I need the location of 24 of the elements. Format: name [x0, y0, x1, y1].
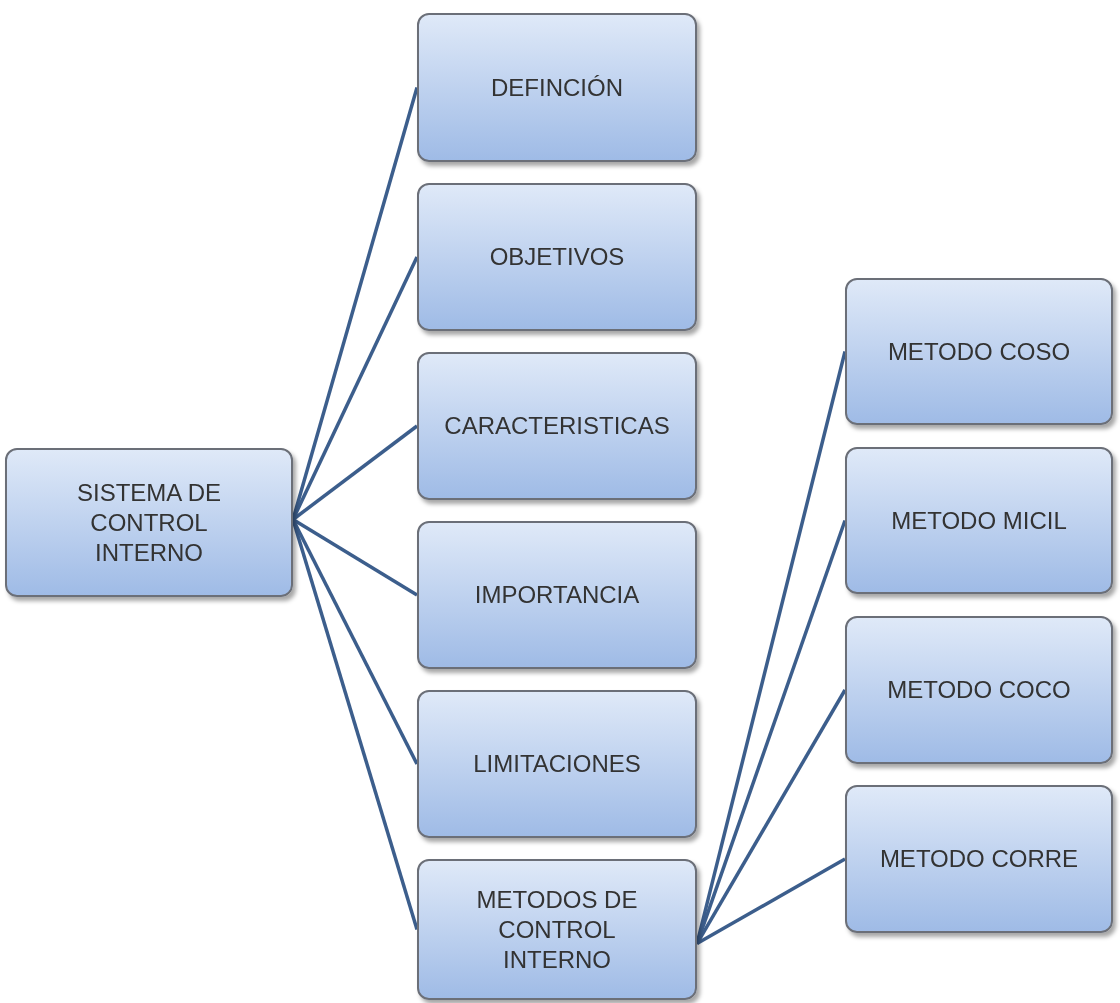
topic-box: [845, 447, 1113, 594]
connector-line: [292, 518, 418, 597]
topic-box: [417, 352, 697, 500]
box-label: METODO CORRE: [878, 844, 1080, 874]
box-label: OBJETIVOS: [488, 242, 626, 272]
box-label: LIMITACIONES: [472, 749, 642, 779]
box-label: DEFINCIÓN: [490, 72, 624, 103]
topic-box: [417, 521, 697, 669]
box-label: IMPORTANCIA: [473, 580, 641, 610]
topic-box: [845, 278, 1113, 425]
box-label: CARACTERISTICAS: [443, 411, 671, 441]
topic-box: [845, 616, 1113, 764]
box-label: METODO MICIL: [890, 505, 1068, 536]
topic-box: [417, 183, 697, 331]
topic-box: [5, 448, 293, 597]
topic-box: [417, 690, 697, 838]
box-label: METODOS DE CONTROL INTERNO: [475, 884, 639, 975]
box-label: METODO COCO: [886, 675, 1072, 705]
topic-box: [845, 785, 1113, 933]
topic-box: [417, 859, 697, 1000]
connector-line: [696, 857, 846, 946]
topic-box: [417, 13, 697, 162]
box-label: SISTEMA DE CONTROL INTERNO: [75, 477, 222, 568]
box-label: METODO COSO: [886, 336, 1072, 367]
